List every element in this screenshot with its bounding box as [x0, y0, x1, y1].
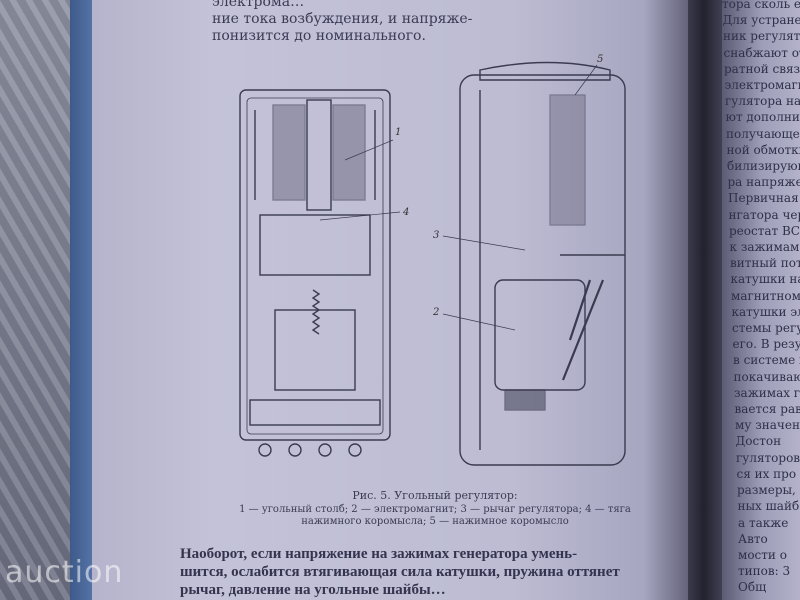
text-line: ра напряжени	[727, 175, 800, 190]
text-line: реостат ВС-	[729, 223, 800, 238]
text-line: му значени	[735, 418, 800, 433]
text-line: ют дополните	[725, 110, 800, 125]
technical-drawing: 1 4 5 3 2	[239, 54, 626, 466]
text-line: гулятора напря	[725, 94, 800, 109]
text-line: и поста	[722, 596, 800, 600]
text-line: Достон	[735, 434, 782, 449]
text-line: электромагнитну	[724, 78, 800, 93]
terminal-row	[258, 443, 362, 457]
text-line: ратной связью	[724, 61, 800, 76]
text-line: в системе к	[733, 353, 800, 368]
text-line: к зажимам	[729, 240, 800, 255]
left-page	[92, 0, 692, 600]
label-5: 5	[597, 54, 603, 65]
text-line: рычаг, давление на угольные шайбы…	[180, 582, 446, 598]
text-line: покачиваютс	[733, 369, 800, 384]
book-gutter	[688, 0, 728, 600]
text-line: мости о	[738, 547, 787, 562]
body-paragraph: Наоборот, если напряжение на зажимах ген…	[180, 545, 620, 599]
text-line: Наоборот, если напряжение на зажимах ген…	[180, 546, 578, 562]
label-3: 3	[433, 230, 439, 241]
text-line: понизится до номинального.	[212, 28, 426, 44]
text-line: получающей пи	[726, 126, 800, 141]
figure-title: Рис. 5. Угольный регулятор:	[352, 489, 518, 502]
text-line: витный пото	[730, 256, 800, 271]
text-line: тора сколь его	[722, 0, 800, 11]
text-line: зажимах ге	[734, 385, 800, 400]
text-line: снабжают отриц	[723, 45, 800, 60]
right-page-text: тора сколь егоДля устраненник регуляторы…	[722, 0, 800, 600]
text-line: стемы регу	[732, 321, 800, 336]
text-line: размеры,	[737, 483, 796, 498]
text-line: магнитному	[731, 288, 800, 303]
text-line: ся их про	[736, 466, 797, 481]
text-line: а также	[738, 515, 789, 530]
text-line: Первичная об	[728, 191, 800, 206]
text-line: нгатора через	[728, 207, 800, 222]
text-line: ние тока возбуждения, и напряже-	[212, 11, 473, 27]
watermark-logo: auction	[5, 555, 124, 590]
label-4: 4	[402, 207, 409, 218]
text-line: Авто	[738, 531, 768, 546]
text-line: вается рав	[734, 402, 800, 417]
text-line: гуляторов	[736, 450, 800, 465]
regulator-side-view: 5 3 2	[432, 54, 626, 466]
label-2: 2	[432, 307, 439, 318]
text-line: Общ	[738, 580, 767, 595]
figure-legend-line: нажимного коромысла; 5 — нажимное коромы…	[301, 516, 569, 527]
label-1: 1	[395, 127, 401, 138]
text-line: электрома…	[212, 0, 305, 10]
right-page: тора сколь егоДля устраненник регуляторы…	[722, 0, 800, 600]
text-line: ных шайб	[737, 499, 800, 514]
text-line: катушки эл	[731, 304, 800, 319]
text-line: типов: 3	[738, 564, 791, 579]
text-line: ник регуляторы	[723, 29, 800, 44]
top-paragraph: электрома… ние тока возбуждения, и напря…	[212, 0, 472, 45]
text-line: билизирующего	[727, 159, 800, 174]
text-line: катушки на	[730, 272, 800, 287]
figure-legend-line: 1 — угольный столб; 2 — электромагнит; 3…	[239, 504, 631, 515]
text-line: ной обмотки с	[726, 142, 800, 157]
text-line: шится, ослабится втягивающая сила катушк…	[180, 564, 620, 580]
regulator-front-view: 1 4	[239, 89, 409, 457]
text-line: его. В резу	[732, 337, 800, 352]
figure-caption: Рис. 5. Угольный регулятор: 1 — угольный…	[215, 490, 655, 528]
